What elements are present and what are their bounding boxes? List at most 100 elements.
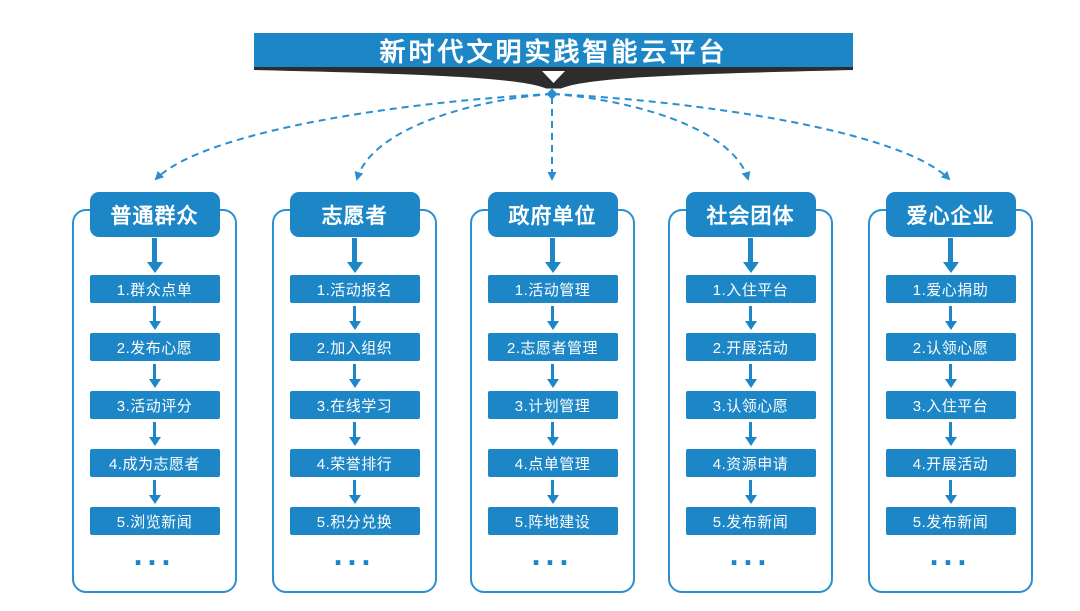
down-arrow-icon (546, 419, 559, 449)
flow-step-label: 2.加入组织 (316, 339, 393, 357)
down-arrow-icon (742, 237, 759, 275)
column-header: 政府单位 (487, 192, 618, 237)
flow-step-label: 5.浏览新闻 (116, 513, 193, 531)
column-caring-enterprises: 爱心企业 1.爱心捐助 2.认领心愿 3.入住平台 4.开展活动 5.发布新闻 … (868, 192, 1033, 593)
connector-to-column-1 (154, 93, 553, 181)
down-arrow-icon (942, 237, 959, 275)
flow-step: 1.活动报名 (289, 275, 420, 303)
column-header: 社会团体 (685, 192, 816, 237)
flow-step-label: 2.志愿者管理 (506, 339, 598, 357)
down-arrow-icon (148, 419, 161, 449)
connector-to-column-4 (552, 93, 751, 181)
flow-step: 5.发布新闻 (885, 507, 1016, 535)
column-ordinary-public: 普通群众 1.群众点单 2.发布心愿 3.活动评分 4.成为志愿者 5.浏览新闻… (72, 192, 237, 593)
flow-step-label: 5.发布新闻 (712, 513, 789, 531)
down-arrow-icon (148, 303, 161, 333)
connector-lines (154, 88, 951, 181)
flow-step-label: 5.发布新闻 (912, 513, 989, 531)
flow-step: 1.入住平台 (685, 275, 816, 303)
column-header-label: 爱心企业 (906, 204, 995, 228)
flow-step: 5.阵地建设 (487, 507, 618, 535)
down-arrow-icon (148, 477, 161, 507)
flow-step-label: 5.阵地建设 (514, 513, 591, 531)
flow-step: 5.浏览新闻 (89, 507, 220, 535)
column-government-units: 政府单位 1.活动管理 2.志愿者管理 3.计划管理 4.点单管理 5.阵地建设… (470, 192, 635, 593)
flow-step: 1.群众点单 (89, 275, 220, 303)
down-arrow-icon (348, 303, 361, 333)
flow-step-label: 3.计划管理 (514, 397, 591, 415)
flow-step: 3.入住平台 (885, 391, 1016, 419)
flow-step-label: 1.群众点单 (116, 281, 193, 299)
column-header: 爱心企业 (885, 192, 1016, 237)
column-header-label: 政府单位 (508, 204, 597, 228)
ellipsis-more: ... (133, 536, 176, 572)
flow-step-label: 3.认领心愿 (712, 397, 789, 415)
connector-to-column-5 (552, 93, 951, 181)
banner-ribbon (254, 67, 853, 90)
down-arrow-icon (744, 419, 757, 449)
flow-step: 1.活动管理 (487, 275, 618, 303)
flow-step: 2.开展活动 (685, 333, 816, 361)
flow-step-label: 4.成为志愿者 (108, 455, 200, 473)
flow-step: 3.认领心愿 (685, 391, 816, 419)
flow-step: 4.开展活动 (885, 449, 1016, 477)
down-arrow-icon (148, 361, 161, 391)
column-header: 志愿者 (289, 192, 420, 237)
column-header-label: 社会团体 (706, 204, 795, 228)
down-arrow-icon (944, 303, 957, 333)
down-arrow-icon (744, 303, 757, 333)
flow-step: 3.计划管理 (487, 391, 618, 419)
ellipsis-more: ... (333, 536, 376, 572)
flow-step-label: 3.入住平台 (912, 397, 989, 415)
down-arrow-icon (542, 71, 565, 83)
flow-step-label: 2.开展活动 (712, 339, 789, 357)
flow-step-label: 1.活动报名 (316, 281, 393, 299)
ellipsis-more: ... (729, 536, 772, 572)
flow-step: 4.荣誉排行 (289, 449, 420, 477)
flow-step-label: 4.荣誉排行 (316, 455, 393, 473)
flow-step: 4.成为志愿者 (89, 449, 220, 477)
flow-step: 4.点单管理 (487, 449, 618, 477)
ellipsis-more: ... (929, 536, 972, 572)
column-header: 普通群众 (89, 192, 220, 237)
ribbon-shape (254, 67, 853, 89)
flow-step: 2.志愿者管理 (487, 333, 618, 361)
column-volunteers: 志愿者 1.活动报名 2.加入组织 3.在线学习 4.荣誉排行 5.积分兑换 .… (272, 192, 437, 593)
down-arrow-icon (346, 237, 363, 275)
down-arrow-icon (546, 303, 559, 333)
down-arrow-icon (546, 361, 559, 391)
down-arrow-icon (348, 477, 361, 507)
flow-step-label: 1.入住平台 (712, 281, 789, 299)
column-header-label: 志愿者 (321, 204, 388, 228)
connector-to-column-2 (354, 93, 553, 181)
down-arrow-icon (348, 419, 361, 449)
flow-step: 4.资源申请 (685, 449, 816, 477)
down-arrow-icon (146, 237, 163, 275)
column-social-groups: 社会团体 1.入住平台 2.开展活动 3.认领心愿 4.资源申请 5.发布新闻 … (668, 192, 833, 593)
down-arrow-icon (546, 477, 559, 507)
down-arrow-icon (944, 477, 957, 507)
down-arrow-icon (744, 477, 757, 507)
down-arrow-icon (744, 361, 757, 391)
down-arrow-icon (348, 361, 361, 391)
down-arrow-icon (944, 419, 957, 449)
flow-step-label: 5.积分兑换 (316, 513, 393, 531)
column-header-label: 普通群众 (110, 204, 199, 228)
flow-step-label: 4.开展活动 (912, 455, 989, 473)
flow-step-label: 4.点单管理 (514, 455, 591, 473)
ellipsis-more: ... (531, 536, 574, 572)
flow-step-label: 2.认领心愿 (912, 339, 989, 357)
flow-step: 2.认领心愿 (885, 333, 1016, 361)
down-arrow-icon (944, 361, 957, 391)
flow-step-label: 2.发布心愿 (116, 339, 193, 357)
flow-step: 2.发布心愿 (89, 333, 220, 361)
flow-step-label: 3.在线学习 (316, 397, 393, 415)
flow-step: 5.发布新闻 (685, 507, 816, 535)
down-arrow-icon (544, 237, 561, 275)
flow-step: 3.活动评分 (89, 391, 220, 419)
flow-step: 5.积分兑换 (289, 507, 420, 535)
flow-step-label: 1.爱心捐助 (912, 281, 989, 299)
platform-title: 新时代文明实践智能云平台 (379, 37, 728, 67)
flow-step-label: 4.资源申请 (712, 455, 789, 473)
